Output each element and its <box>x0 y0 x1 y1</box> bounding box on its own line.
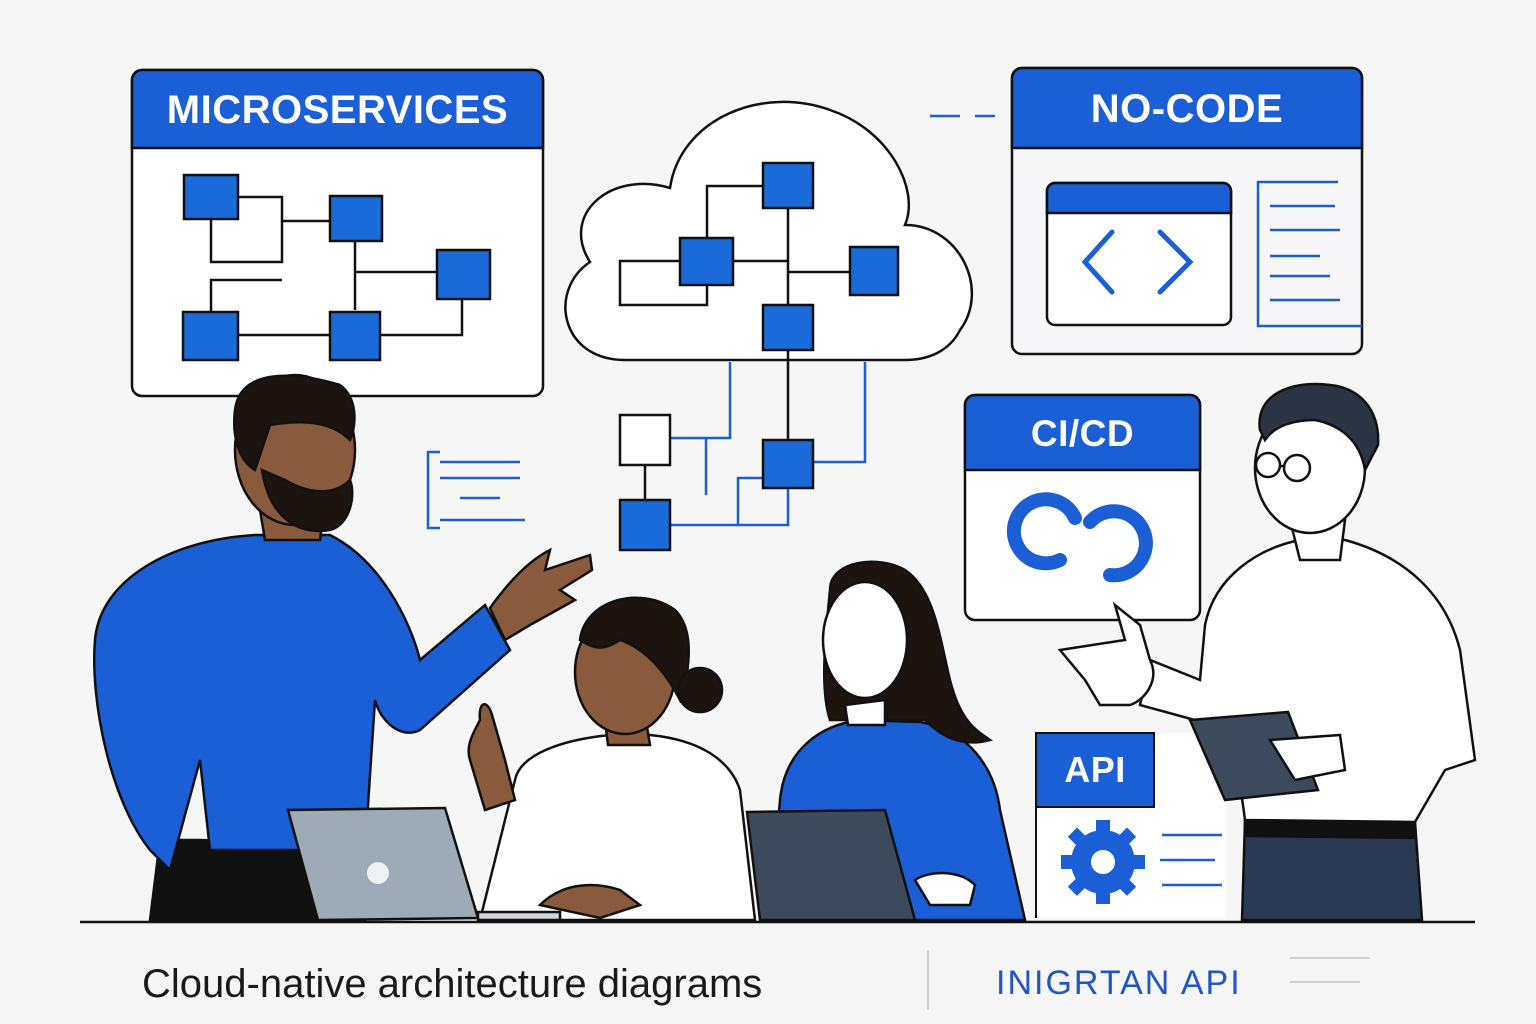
pipeline-loop-icon <box>1006 492 1153 583</box>
nocode-title: NO-CODE <box>1090 86 1284 131</box>
person-seated-left <box>467 596 757 922</box>
microservices-diagram <box>209 195 464 337</box>
tag-text: INIGRTAN API <box>996 964 1242 1002</box>
note-lines-icon <box>426 114 995 530</box>
document-lines-icon <box>1256 180 1362 328</box>
api-card <box>1035 732 1226 918</box>
caption-text: Cloud-native architecture diagrams <box>142 962 763 1006</box>
microservices-title: MICROSERVICES <box>166 87 509 132</box>
code-brackets-icon <box>1081 229 1194 295</box>
laptop-left <box>286 806 562 922</box>
cicd-panel <box>963 393 1202 622</box>
person-with-tablet <box>1057 382 1477 922</box>
microservices-panel <box>130 68 545 398</box>
api-title: API <box>1064 749 1126 790</box>
nocode-panel <box>1010 66 1364 356</box>
footer-divider <box>927 950 1370 1010</box>
cloud-diagram <box>564 100 974 552</box>
cicd-title: CI/CD <box>1030 412 1135 454</box>
laptop-right <box>745 808 917 922</box>
person-presenter <box>93 373 594 922</box>
gear-icon <box>1061 820 1145 904</box>
